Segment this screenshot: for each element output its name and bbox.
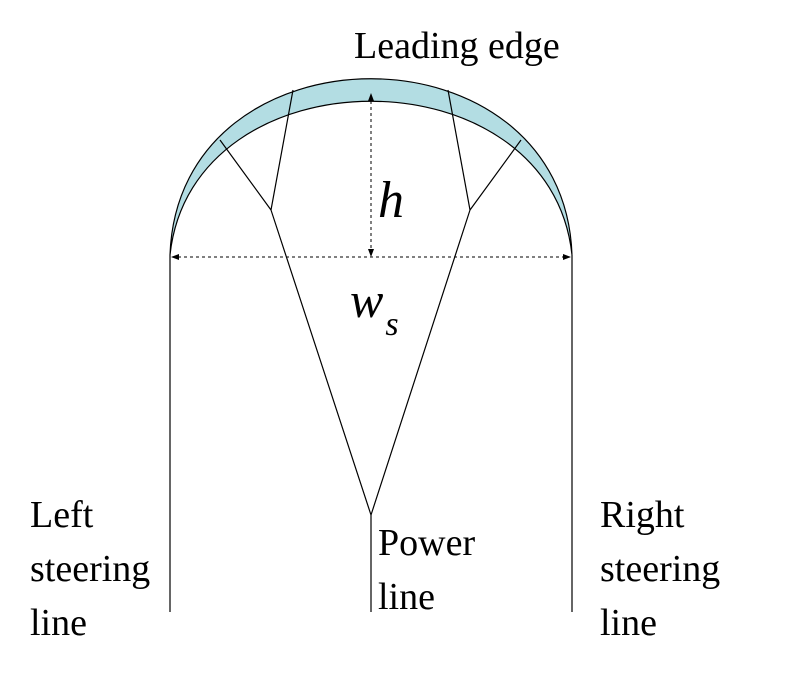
width-arrow-left — [171, 254, 179, 260]
width-arrow-right — [563, 254, 571, 260]
width-symbol: w — [350, 272, 384, 328]
label-line: Power — [378, 522, 476, 564]
height-arrow-top — [368, 93, 374, 101]
left-bridle — [219, 89, 372, 516]
right-steering-line-label: Right steering line — [600, 488, 720, 650]
power-line-label: Power line — [378, 516, 475, 624]
label-line: steering — [600, 548, 721, 590]
label-line: Left — [30, 494, 94, 536]
label-line: line — [600, 602, 657, 644]
label-line: steering — [30, 548, 151, 590]
left-steering-line-label: Left steering line — [30, 488, 150, 650]
width-subscript: s — [385, 306, 399, 343]
label-line: line — [378, 576, 435, 618]
leading-edge-label: Leading edge — [354, 25, 560, 67]
right-bridle — [370, 89, 522, 516]
leading-edge-tube — [169, 78, 573, 256]
label-line: Right — [600, 494, 685, 536]
height-symbol: h — [378, 172, 404, 229]
label-line: line — [30, 602, 87, 644]
height-arrow-bottom — [368, 249, 374, 257]
width-symbol-group: ws — [350, 270, 399, 343]
